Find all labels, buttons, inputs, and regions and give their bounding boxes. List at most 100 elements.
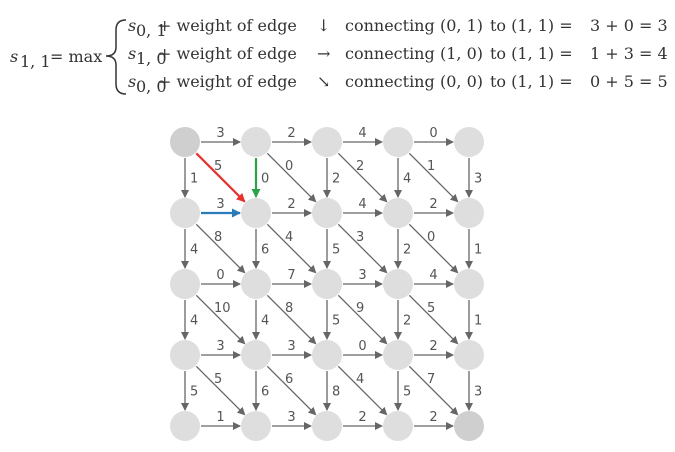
weight-right: 7: [287, 268, 295, 283]
weight-down: 8: [332, 385, 340, 400]
weight-right: 3: [216, 197, 224, 212]
grid-node: [170, 198, 200, 228]
case-s: s: [128, 44, 136, 63]
weight-down: 4: [261, 314, 269, 329]
grid-node: [170, 411, 200, 441]
edge-diagonal: [195, 365, 246, 416]
case-sub: 1, 0: [136, 49, 167, 68]
lhs-var: s: [10, 47, 18, 66]
weight-down: 0: [261, 172, 269, 187]
edge-diagonal: [195, 294, 246, 345]
left-brace: [105, 19, 127, 95]
weight-right: 0: [358, 339, 366, 354]
case-sub: 0, 1: [136, 21, 167, 40]
edge-diagonal: [408, 294, 459, 345]
weight-diagonal: 9: [356, 301, 364, 316]
case-connecting: connecting: [345, 44, 435, 63]
equals-max: = max: [50, 47, 102, 66]
edges: [181, 138, 473, 430]
edge-diagonal: [337, 223, 388, 274]
grid-node: [241, 127, 271, 157]
weight-right: 3: [287, 339, 295, 354]
nodes: [170, 127, 484, 441]
weight-right: 2: [287, 197, 295, 212]
case-to: to (1, 1) =: [490, 16, 573, 35]
edge-diagonal: [408, 152, 459, 203]
grid-node: [170, 340, 200, 370]
weight-diagonal: 1: [427, 159, 435, 174]
weight-down: 4: [190, 314, 198, 329]
weight-down: 2: [332, 172, 340, 187]
edge-diagonal: [337, 365, 388, 416]
grid-node: [241, 269, 271, 299]
case-to: to (1, 1) =: [490, 72, 573, 91]
grid-node: [312, 127, 342, 157]
grid-node: [312, 269, 342, 299]
grid-node: [383, 340, 413, 370]
edge-diagonal: [266, 294, 317, 345]
grid-node: [454, 411, 484, 441]
edge-diagonal: [337, 294, 388, 345]
formula-lhs: s 1, 1 = max: [10, 47, 102, 71]
grid-node: [454, 269, 484, 299]
case-from: (0, 0): [440, 72, 483, 91]
case-sum: 3 + 0 = 3: [590, 16, 668, 35]
edge-diagonal: [195, 223, 246, 274]
weight-diagonal: 4: [285, 230, 293, 245]
weight-diagonal: 8: [214, 230, 222, 245]
edge-diagonal: [266, 152, 317, 203]
weight-down: 4: [190, 243, 198, 258]
grid-node: [170, 127, 200, 157]
weight-right: 4: [358, 197, 366, 212]
edge-diagonal: [337, 152, 388, 203]
case-connecting: connecting: [345, 16, 435, 35]
case-sum: 1 + 3 = 4: [590, 44, 668, 63]
grid-node: [383, 411, 413, 441]
weight-down: 1: [474, 314, 482, 329]
weight-diagonal: 8: [285, 301, 293, 316]
case-sub: 0, 0: [136, 77, 167, 96]
weight-right: 3: [216, 126, 224, 141]
case-arrow-icon: →: [317, 44, 330, 63]
grid-node: [241, 198, 271, 228]
edge-diagonal: [408, 365, 459, 416]
grid-node: [383, 127, 413, 157]
weight-right: 4: [358, 126, 366, 141]
weight-right: 3: [287, 410, 295, 425]
weight-down: 3: [474, 172, 482, 187]
weight-right: 0: [216, 268, 224, 283]
weight-right: 0: [429, 126, 437, 141]
case-connecting: connecting: [345, 72, 435, 91]
grid-node: [454, 198, 484, 228]
edge-diagonal: [408, 223, 459, 274]
weight-down: 2: [403, 243, 411, 258]
weight-right: 2: [358, 410, 366, 425]
grid-node: [312, 411, 342, 441]
weight-right: 3: [358, 268, 366, 283]
weight-diagonal: 5: [214, 372, 222, 387]
grid-node: [383, 269, 413, 299]
weight-right: 2: [287, 126, 295, 141]
grid-node: [170, 269, 200, 299]
weight-down: 1: [190, 172, 198, 187]
grid-node: [454, 340, 484, 370]
case-from: (1, 0): [440, 44, 483, 63]
weight-down: 5: [332, 314, 340, 329]
weight-down: 5: [403, 385, 411, 400]
grid-node: [241, 411, 271, 441]
weight-diagonal: 6: [285, 372, 293, 387]
weight-right: 3: [216, 339, 224, 354]
weight-diagonal: 10: [214, 301, 231, 316]
case-from: (0, 1): [440, 16, 483, 35]
weight-diagonal: 0: [285, 159, 293, 174]
weight-down: 3: [474, 385, 482, 400]
case-arrow-icon: ↘: [317, 72, 330, 91]
weight-right: 2: [429, 339, 437, 354]
case-to: to (1, 1) =: [490, 44, 573, 63]
weight-diagonal: 3: [356, 230, 364, 245]
